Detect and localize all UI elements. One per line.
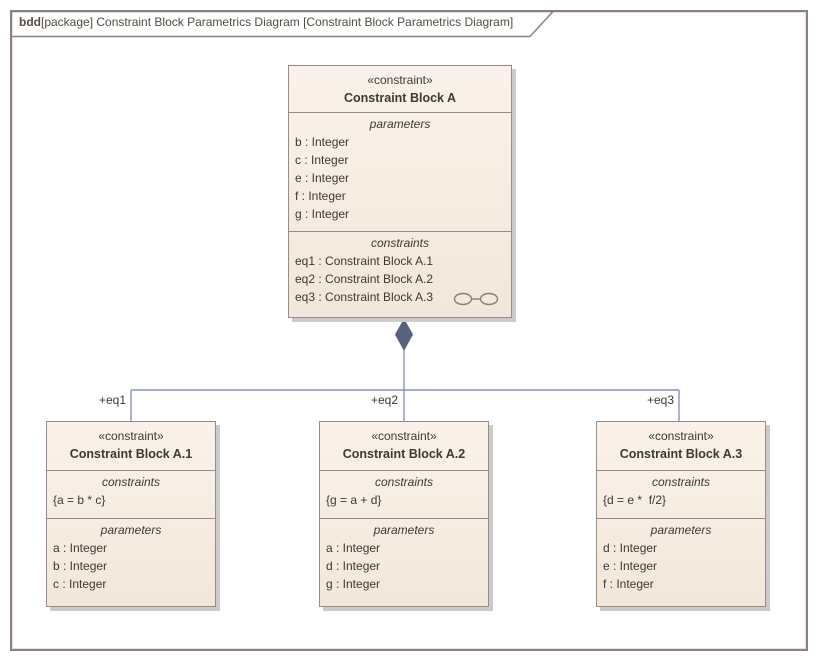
constraints-compartment-label: constraints	[101, 475, 161, 489]
parameter-item: c : Integer	[295, 153, 349, 167]
constraints-compartment-label: constraints	[370, 236, 430, 250]
constraint-item: eq2 : Constraint Block A.2	[295, 272, 434, 286]
frame-heading: bdd[package] Constraint Block Parametric…	[19, 15, 513, 29]
frame-heading-title: [package] Constraint Block Parametrics D…	[41, 15, 514, 29]
parameter-item: g : Integer	[326, 577, 381, 591]
parameters-compartment: parameters a : Integer d : Integer g : I…	[320, 518, 488, 606]
connector-label-eq3[interactable]: +eq3	[647, 393, 675, 407]
constraint-block-a2[interactable]: «constraint» Constraint Block A.2 constr…	[319, 421, 489, 607]
parameters-compartment-label: parameters	[369, 117, 431, 131]
block-name: Constraint Block A	[343, 91, 457, 105]
constraints-compartment-label: constraints	[374, 475, 434, 489]
block-header: «constraint» Constraint Block A.3	[597, 422, 765, 470]
parameter-item: a : Integer	[53, 541, 108, 555]
constraint-item: {a = b * c}	[53, 493, 106, 507]
parameter-item: c : Integer	[53, 577, 107, 591]
parameter-item: d : Integer	[326, 559, 381, 573]
constraint-block-a3[interactable]: «constraint» Constraint Block A.3 constr…	[596, 421, 766, 607]
parameter-item: g : Integer	[295, 207, 350, 221]
constraints-compartment: constraints {g = a + d}	[320, 470, 488, 518]
composite-diagram-icon[interactable]	[453, 292, 499, 306]
parameters-compartment: parameters b : Integer c : Integer e : I…	[289, 112, 511, 231]
stereotype-label: «constraint»	[367, 73, 433, 87]
parameter-item: b : Integer	[53, 559, 108, 573]
parameters-compartment: parameters d : Integer e : Integer f : I…	[597, 518, 765, 606]
constraints-compartment: constraints eq1 : Constraint Block A.1 e…	[289, 231, 511, 317]
parameters-compartment-label: parameters	[373, 523, 435, 537]
parameter-item: e : Integer	[295, 171, 350, 185]
block-header: «constraint» Constraint Block A.1	[47, 422, 215, 470]
constraint-block-a[interactable]: «constraint» Constraint Block A paramete…	[288, 65, 512, 318]
constraints-compartment: constraints {a = b * c}	[47, 470, 215, 518]
block-name: Constraint Block A.2	[342, 447, 466, 461]
parameter-item: e : Integer	[603, 559, 658, 573]
frame-heading-keyword: bdd	[19, 15, 41, 29]
block-header: «constraint» Constraint Block A.2	[320, 422, 488, 470]
block-header: «constraint» Constraint Block A	[289, 66, 511, 112]
parameter-item: f : Integer	[603, 577, 654, 591]
connector-label-eq1[interactable]: +eq1	[99, 393, 127, 407]
block-name: Constraint Block A.1	[69, 447, 193, 461]
stereotype-label: «constraint»	[648, 429, 714, 443]
parameters-compartment-label: parameters	[650, 523, 712, 537]
constraint-item: {d = e * f/2}	[603, 493, 667, 507]
constraint-item: eq3 : Constraint Block A.3	[295, 290, 434, 304]
parameter-item: a : Integer	[326, 541, 381, 555]
constraint-item: eq1 : Constraint Block A.1	[295, 254, 434, 268]
parameter-item: b : Integer	[295, 135, 350, 149]
constraint-item: {g = a + d}	[326, 493, 382, 507]
constraint-block-a1[interactable]: «constraint» Constraint Block A.1 constr…	[46, 421, 216, 607]
constraints-compartment-label: constraints	[651, 475, 711, 489]
constraints-compartment: constraints {d = e * f/2}	[597, 470, 765, 518]
stereotype-label: «constraint»	[98, 429, 164, 443]
parameters-compartment: parameters a : Integer b : Integer c : I…	[47, 518, 215, 606]
parameter-item: d : Integer	[603, 541, 658, 555]
block-name: Constraint Block A.3	[619, 447, 743, 461]
connector-label-eq2[interactable]: +eq2	[371, 393, 399, 407]
stereotype-label: «constraint»	[371, 429, 437, 443]
parameter-item: f : Integer	[295, 189, 346, 203]
parameters-compartment-label: parameters	[100, 523, 162, 537]
